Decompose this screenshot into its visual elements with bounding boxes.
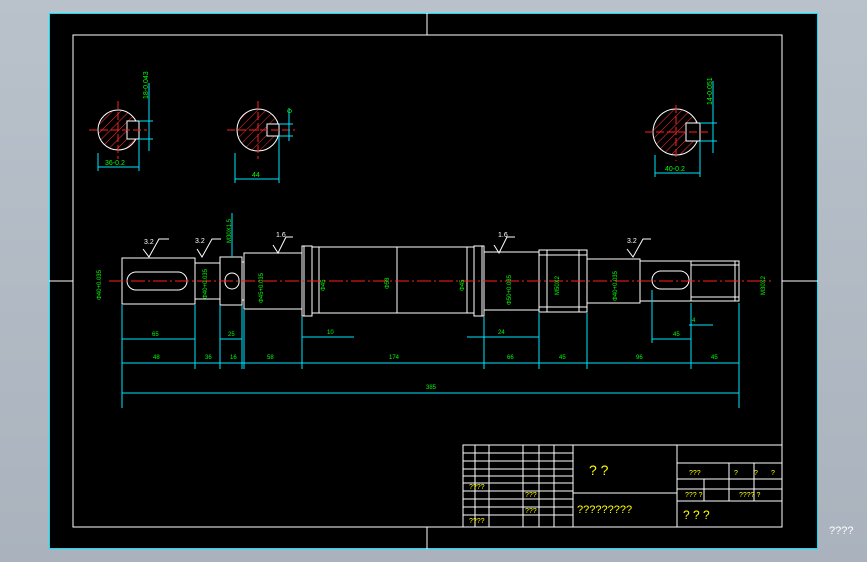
diameter-labels: Φ40+0.035 Φ40+0.035 Φ45+0.035 Φ45 Φ58 Φ4… bbox=[97, 268, 767, 305]
dim-lower-1: 48 bbox=[153, 355, 160, 361]
dia-3: Φ45+0.035 bbox=[259, 272, 265, 303]
dia-10: M30X2 bbox=[761, 275, 767, 295]
section-c-tol: 14-0.051 bbox=[707, 77, 714, 105]
tb-mark-2: ??? bbox=[525, 492, 537, 499]
tb-right2-1: ??? ? bbox=[685, 492, 703, 499]
title-block-large: ? ? ????????? ? ? ? bbox=[577, 462, 710, 522]
roughness-3: 1.6 bbox=[276, 232, 286, 239]
shaft-drawing: 18-0.043 36-0.2 6 44 bbox=[49, 13, 818, 549]
dia-2: Φ40+0.035 bbox=[203, 268, 209, 299]
upper-dim-labels: 65 25 10 24 45 4 bbox=[152, 318, 696, 338]
dim-lower-6: 66 bbox=[507, 355, 514, 361]
dim-upper-1: 65 bbox=[152, 332, 159, 338]
section-view-a: 18-0.043 36-0.2 bbox=[89, 71, 153, 171]
drawing-sheet[interactable]: 18-0.043 36-0.2 6 44 bbox=[49, 13, 853, 549]
tb-big-1: ? ? bbox=[589, 462, 609, 478]
corner-label: ???? bbox=[829, 525, 854, 537]
roughness-5: 3.2 bbox=[627, 238, 637, 245]
dia-9: Φ40+0.035 bbox=[613, 270, 619, 301]
section-view-c: 14-0.051 40-0.2 bbox=[645, 77, 717, 177]
inner-frame bbox=[72, 34, 783, 528]
dim-lower-5: 174 bbox=[389, 355, 400, 361]
dim-upper-5: 45 bbox=[673, 332, 680, 338]
dim-upper-6: 4 bbox=[692, 318, 696, 324]
roughness-4: 1.6 bbox=[498, 232, 508, 239]
tb-mark-4: ??? bbox=[525, 508, 537, 515]
dim-lower-4: 58 bbox=[267, 355, 274, 361]
tb-big-3: ? ? ? bbox=[683, 508, 710, 522]
dia-7: Φ50+0.035 bbox=[507, 274, 513, 305]
section-view-b: 6 44 bbox=[227, 101, 295, 183]
upper-dimensions bbox=[121, 290, 740, 408]
tb-right2-2: ???? ? bbox=[739, 492, 761, 499]
tb-mark-1: ???? bbox=[469, 484, 485, 491]
dia-6: Φ45 bbox=[460, 279, 466, 291]
dim-lower-3: 16 bbox=[230, 355, 237, 361]
section-c-depth: 40-0.2 bbox=[665, 166, 685, 173]
title-block bbox=[462, 444, 783, 528]
tb-right-3: ? bbox=[754, 470, 758, 477]
dim-upper-4: 24 bbox=[498, 330, 505, 336]
overall-dim-label: 385 bbox=[426, 385, 437, 391]
dim-lower-2: 36 bbox=[205, 355, 212, 361]
tb-right-4: ? bbox=[771, 470, 775, 477]
section-b-width: 44 bbox=[252, 172, 260, 179]
thread-lines bbox=[539, 254, 739, 308]
dia-5: Φ58 bbox=[385, 277, 391, 289]
roughness-2: 3.2 bbox=[195, 238, 205, 245]
dia-4: Φ45 bbox=[321, 279, 327, 291]
dim-upper-2: 25 bbox=[228, 332, 235, 338]
tb-big-2: ????????? bbox=[577, 504, 632, 516]
title-block-texts: ???? ??? ???? ??? ??? ? ? ? ??? ? ???? ? bbox=[469, 470, 775, 525]
section-a-tol: 18-0.043 bbox=[143, 71, 150, 99]
dia-1: Φ40+0.035 bbox=[97, 269, 103, 300]
lower-dim-labels: 48 36 16 58 174 66 45 96 45 bbox=[153, 355, 718, 361]
thread-top-label: M30X1.5 bbox=[227, 218, 233, 243]
section-a-depth: 36-0.2 bbox=[105, 160, 125, 167]
dim-lower-9: 45 bbox=[711, 355, 718, 361]
dim-lower-8: 96 bbox=[636, 355, 643, 361]
section-b-tol: 6 bbox=[287, 109, 294, 113]
tb-right-1: ??? bbox=[689, 470, 701, 477]
roughness-1: 3.2 bbox=[144, 239, 154, 246]
tb-mark-3: ???? bbox=[469, 518, 485, 525]
tb-right-2: ? bbox=[734, 470, 738, 477]
dim-upper-3: 10 bbox=[327, 330, 334, 336]
roughness-symbols bbox=[142, 236, 651, 258]
dim-lower-7: 45 bbox=[559, 355, 566, 361]
dia-8: M50X2 bbox=[555, 275, 561, 295]
